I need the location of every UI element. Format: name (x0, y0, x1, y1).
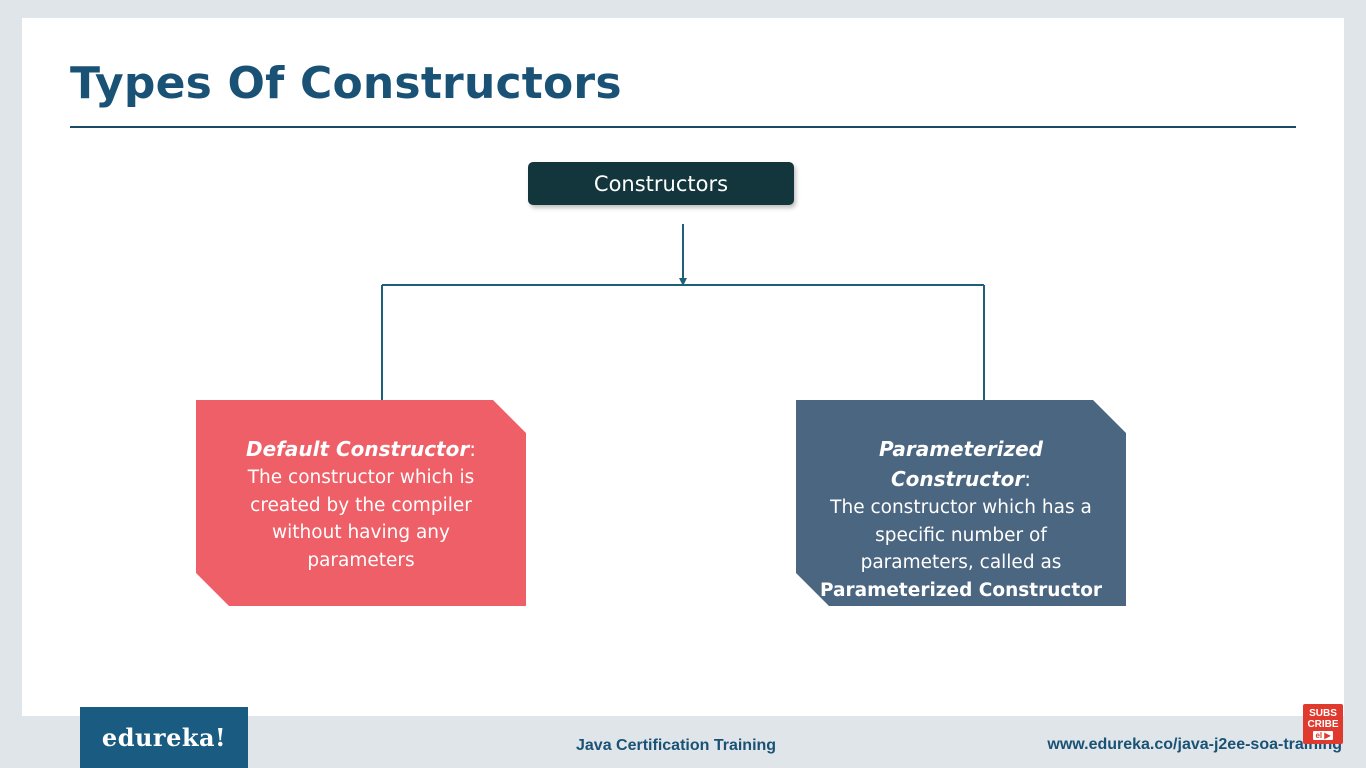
card-param-title: Parameterized Constructor (878, 437, 1043, 491)
card-default-title-line: Default Constructor: (218, 434, 504, 464)
footer-course-name: Java Certification Training (576, 737, 777, 754)
card-default-title: Default Constructor (246, 437, 470, 461)
root-node-label: Constructors (593, 171, 729, 196)
subscribe-text-mid: CRIBE (1307, 718, 1339, 730)
subscribe-text-top: SUBS (1309, 707, 1337, 719)
play-icon: el ▶ (1313, 730, 1333, 740)
slide-title: Types Of Constructors (70, 58, 622, 109)
card-default-constructor: Default Constructor: The constructor whi… (196, 400, 526, 606)
card-parameterized-constructor: Parameterized Constructor: The construct… (796, 400, 1126, 606)
footer-url[interactable]: www.edureka.co/java-j2ee-soa-training (1047, 736, 1342, 753)
card-default-colon: : (469, 437, 476, 461)
card-param-body: The constructor which has a specific num… (830, 497, 1092, 573)
card-param-colon: : (1024, 467, 1031, 491)
subscribe-button[interactable]: SUBS CRIBE el ▶ (1303, 704, 1343, 744)
root-node-constructors: Constructors (528, 162, 794, 205)
card-param-body-wrap: The constructor which has a specific num… (818, 494, 1104, 604)
card-default-body: The constructor which is created by the … (247, 467, 475, 571)
card-param-title-line: Parameterized Constructor: (818, 434, 1104, 494)
card-param-body-bold: Parameterized Constructor (819, 579, 1103, 601)
title-underline (70, 126, 1296, 128)
edureka-logo[interactable]: edureka! (80, 707, 248, 768)
